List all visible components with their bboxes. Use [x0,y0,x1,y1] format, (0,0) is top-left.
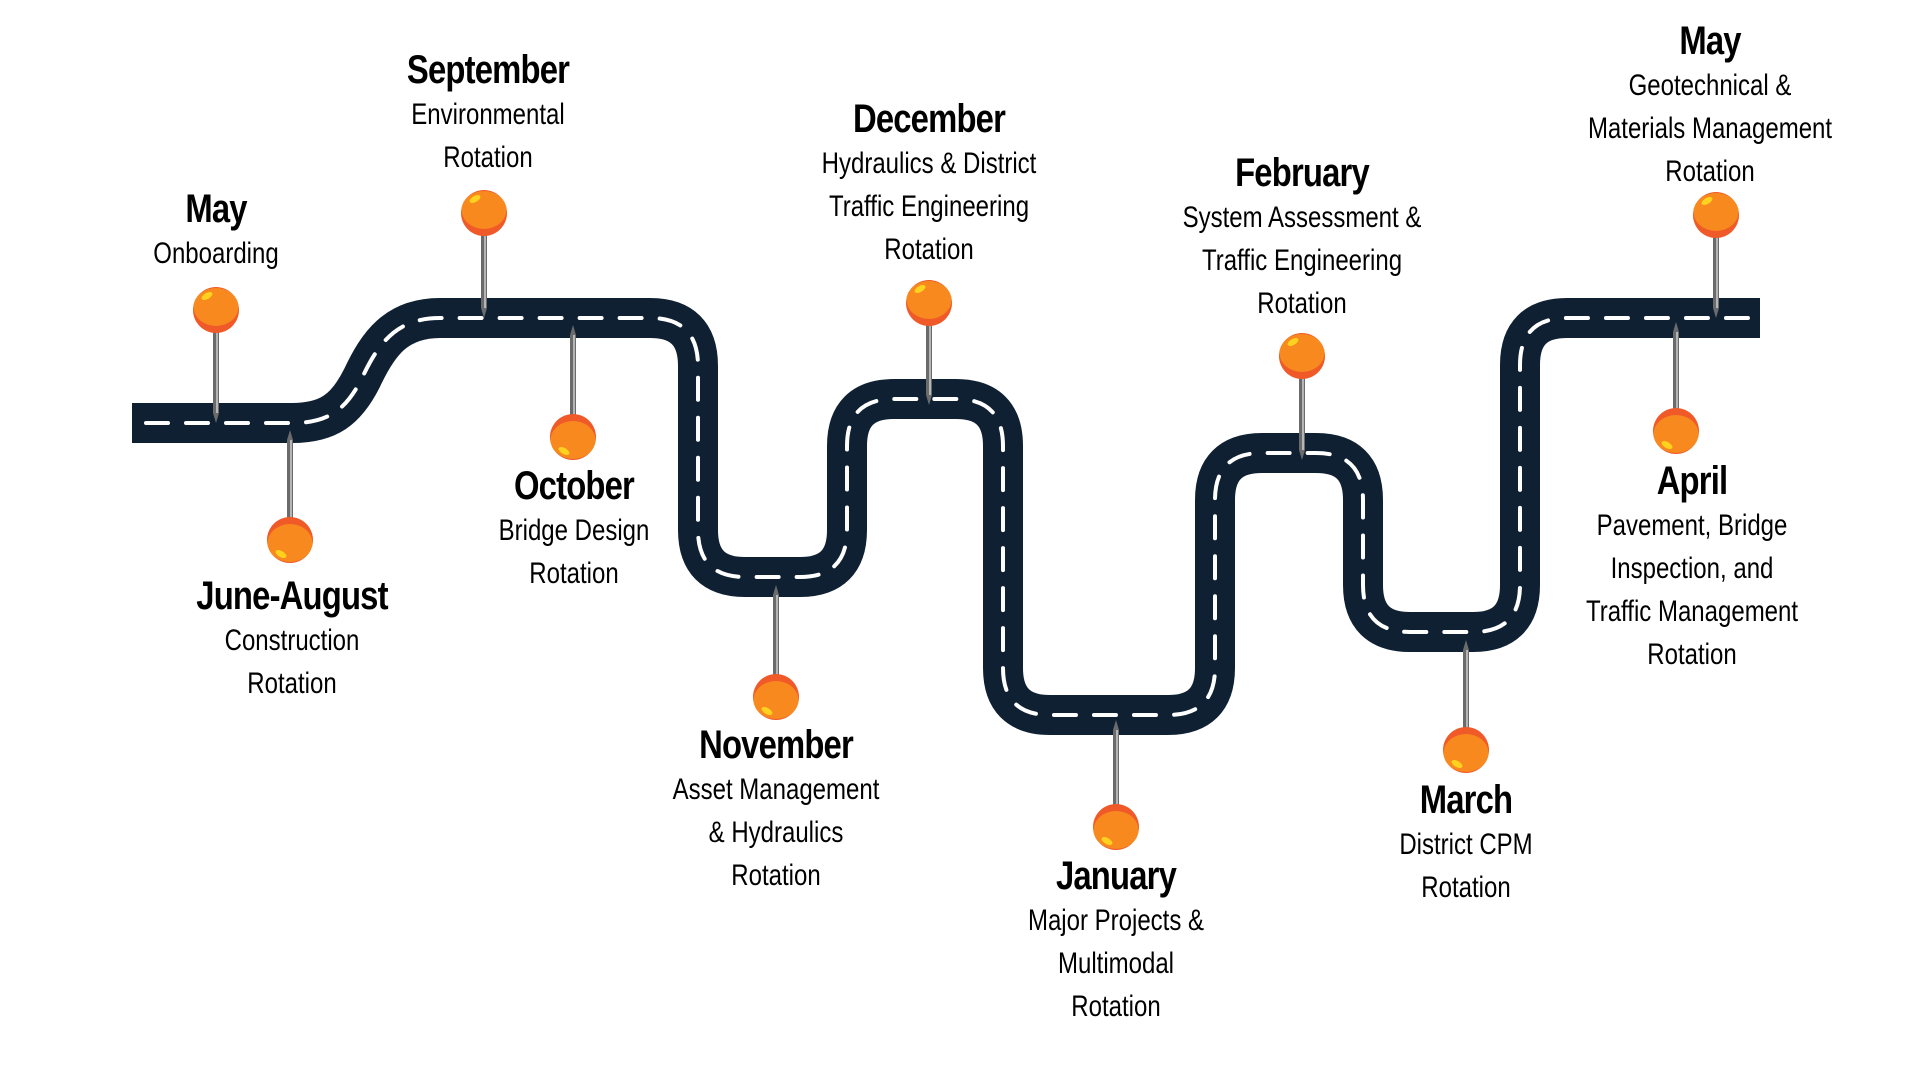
milestone-desc-line: Environmental [411,98,565,131]
milestone-desc-line: Traffic Engineering [828,190,1030,223]
map-pin-icon [906,280,952,405]
map-pin-icon [1653,322,1699,454]
milestone-october: October Bridge Design Rotation [404,463,744,595]
milestone-desc-line: System Assessment & [1182,201,1422,234]
milestone-desc-line: Geotechnical & [1628,69,1792,102]
milestone-desc-line: & Hydraulics [708,816,844,849]
milestone-desc-line: Rotation [1071,990,1161,1023]
milestone-month: November [699,723,854,767]
milestone-december: December Hydraulics & District Traffic E… [759,96,1099,271]
milestone-desc-line: Asset Management [672,773,880,806]
milestone-may-geotechnical: May Geotechnical & Materials Management … [1540,18,1880,193]
milestone-desc-line: Hydraulics & District [821,147,1037,180]
map-pin-icon [267,430,313,563]
lane-dashes [130,316,1762,717]
milestone-desc-line: Rotation [1421,871,1511,904]
milestone-desc-line: Construction [224,624,360,657]
map-pin-icon [1693,192,1739,318]
milestone-month: June-August [196,574,388,618]
milestone-desc-line: Rotation [1665,155,1755,188]
milestone-month: September [406,48,570,92]
milestone-march: March District CPM Rotation [1296,777,1636,909]
milestone-desc-line: Pavement, Bridge [1596,509,1788,542]
milestone-month: April [1656,459,1728,503]
map-pin-icon [1279,333,1325,460]
milestone-month: December [852,97,1006,141]
milestone-desc-line: Multimodal [1057,947,1175,980]
milestone-month: May [1679,19,1741,63]
milestone-desc-line: Traffic Management [1585,595,1799,628]
milestone-september: September Environmental Rotation [318,47,658,179]
milestone-month: January [1055,854,1177,898]
milestone-desc-line: District CPM [1399,828,1533,861]
milestone-may-onboarding: May Onboarding [46,186,386,275]
milestone-month: October [513,464,635,508]
milestone-desc-line: Rotation [529,557,619,590]
milestone-january: January Major Projects & Multimodal Rota… [946,853,1286,1028]
map-pin-icon [1443,640,1489,773]
milestone-desc-line: Rotation [884,233,974,266]
milestone-desc-line: Rotation [731,859,821,892]
milestone-desc-line: Rotation [443,141,533,174]
map-pin-icon [461,190,507,318]
milestone-desc-line: Inspection, and [1610,552,1774,585]
milestone-desc-line: Major Projects & [1027,904,1205,937]
milestone-desc-line: Rotation [247,667,337,700]
milestone-desc-line: Traffic Engineering [1201,244,1403,277]
milestone-desc-line: Rotation [1257,287,1347,320]
map-pin-icon [550,325,596,460]
milestone-november: November Asset Management & Hydraulics R… [606,722,946,897]
milestone-february: February System Assessment & Traffic Eng… [1132,150,1472,325]
milestone-desc-line: Onboarding [153,237,279,270]
milestone-desc-line: Rotation [1647,638,1737,671]
map-pin-icon [753,585,799,720]
milestone-desc-line: Materials Management [1587,112,1833,145]
milestone-desc-line: Bridge Design [498,514,650,547]
milestone-month: March [1419,778,1513,822]
milestone-month: May [185,187,247,231]
milestone-june-august: June-August Construction Rotation [122,573,462,705]
pins-layer [193,190,1739,850]
map-pin-icon [193,287,239,423]
milestone-april: April Pavement, Bridge Inspection, and T… [1522,458,1862,676]
map-pin-icon [1093,720,1139,850]
milestone-month: February [1235,151,1370,195]
